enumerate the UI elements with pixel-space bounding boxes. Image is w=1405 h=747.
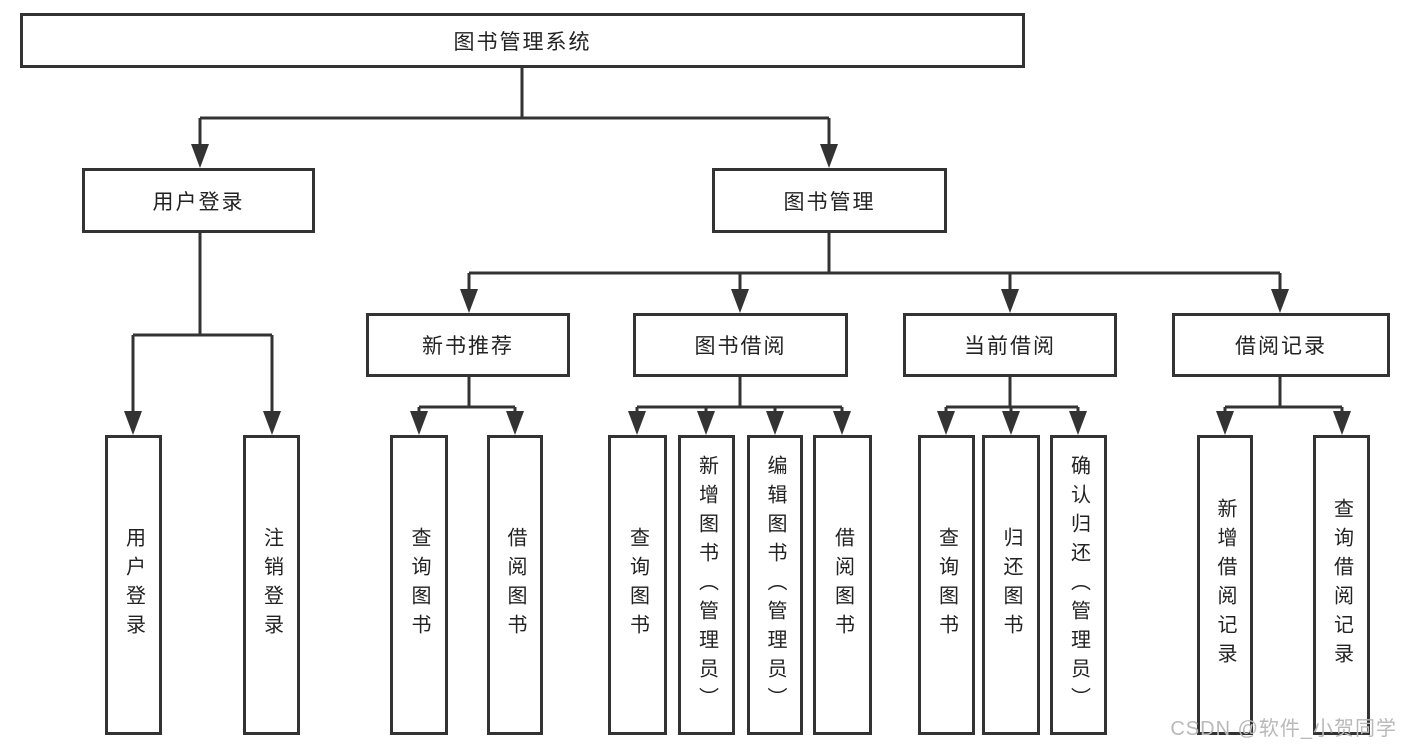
node-root-label: 图书管理系统 <box>453 30 592 54</box>
leaf-query-books-2-label: 查询图书 <box>626 527 649 643</box>
node-new-book-recommendation: 新书推荐 <box>366 313 570 377</box>
leaf-return-books-label: 归还图书 <box>1000 527 1022 643</box>
node-book-management-label: 图书管理 <box>783 190 876 214</box>
node-current-borrowing: 当前借阅 <box>903 313 1117 377</box>
leaf-borrow-books-2-label: 借阅图书 <box>831 527 854 643</box>
leaf-user-login: 用户登录 <box>105 435 162 735</box>
leaf-query-borrow-record-label: 查询借阅记录 <box>1330 498 1353 672</box>
node-root-system: 图书管理系统 <box>20 13 1025 68</box>
leaf-query-books-3-label: 查询图书 <box>935 527 958 643</box>
leaf-add-borrow-record-label: 新增借阅记录 <box>1214 498 1236 672</box>
node-borrowing-records-label: 借阅记录 <box>1235 335 1327 358</box>
leaf-logout-label: 注销登录 <box>260 527 283 643</box>
leaf-edit-books-admin: 编辑图书（管理员） <box>747 435 803 735</box>
leaf-confirm-return-admin-label: 确认归还（管理员） <box>1067 454 1090 716</box>
node-new-book-recommendation-label: 新书推荐 <box>422 335 514 358</box>
leaf-return-books: 归还图书 <box>982 435 1040 735</box>
leaf-user-login-label: 用户登录 <box>122 527 145 643</box>
node-book-borrowing-label: 图书借阅 <box>694 335 787 358</box>
node-borrowing-records: 借阅记录 <box>1172 313 1390 377</box>
leaf-borrow-books-2: 借阅图书 <box>813 435 872 735</box>
arrowheads-path <box>124 144 1351 435</box>
leaf-confirm-return-admin: 确认归还（管理员） <box>1050 435 1107 735</box>
node-current-borrowing-label: 当前借阅 <box>964 335 1056 358</box>
leaf-logout: 注销登录 <box>243 435 300 735</box>
leaf-query-books-1: 查询图书 <box>390 435 448 735</box>
leaf-query-books-3: 查询图书 <box>918 435 975 735</box>
leaf-borrow-books-1-label: 借阅图书 <box>504 527 526 643</box>
leaf-add-books-admin: 新增图书（管理员） <box>678 435 735 735</box>
leaf-edit-books-admin-label: 编辑图书（管理员） <box>764 454 786 716</box>
node-book-borrowing: 图书借阅 <box>633 313 848 377</box>
node-user-login-label: 用户登录 <box>152 190 245 214</box>
watermark: CSDN @软件_小贺同学 <box>1170 718 1397 740</box>
leaf-add-books-admin-label: 新增图书（管理员） <box>695 454 718 716</box>
leaf-query-books-1-label: 查询图书 <box>408 527 430 643</box>
leaf-add-borrow-record: 新增借阅记录 <box>1197 435 1253 735</box>
connector-lines-path <box>131 68 1344 413</box>
node-book-management: 图书管理 <box>712 168 947 233</box>
leaf-query-borrow-record: 查询借阅记录 <box>1313 435 1370 735</box>
node-user-login: 用户登录 <box>82 168 315 233</box>
leaf-query-books-2: 查询图书 <box>608 435 667 735</box>
leaf-borrow-books-1: 借阅图书 <box>487 435 543 735</box>
